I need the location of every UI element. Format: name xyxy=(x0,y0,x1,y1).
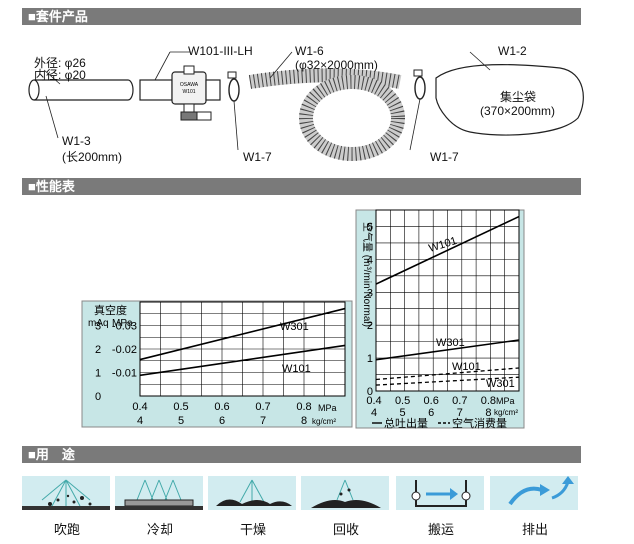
w101-label: W101-III-LH xyxy=(188,44,253,58)
air-series-line xyxy=(375,367,520,381)
w17-right-label: W1-7 xyxy=(430,150,459,164)
air-xtick-MPa: 0.5 xyxy=(395,395,410,407)
vacuum-xtick-MPa: 0.8 xyxy=(296,401,311,413)
hose-w16 xyxy=(248,68,405,161)
air-xtick-MPa: 0.7 xyxy=(452,395,467,407)
dust-bag-w12 xyxy=(435,63,584,136)
air-series-label: W301 xyxy=(436,337,465,349)
vacuum-series-line xyxy=(139,344,346,377)
blow-icon xyxy=(22,476,110,510)
use-label-collect: 回收 xyxy=(333,522,360,537)
vacuum-yunit: MPa xyxy=(112,318,133,329)
use-label-exhaust: 排出 xyxy=(522,522,549,537)
vacuum-ytick-MPa: -0.03 xyxy=(112,321,137,333)
air-series-label: W301 xyxy=(486,378,515,390)
air-xunit-MPa: MPa xyxy=(496,396,515,406)
tube-w13 xyxy=(28,79,134,101)
w16-size-label: (φ32×2000mm) xyxy=(295,58,378,72)
air-series-line xyxy=(375,376,520,386)
vacuum-xtick-MPa: 0.7 xyxy=(255,401,270,413)
bag-size-label: (370×200mm) xyxy=(480,104,556,118)
kit-diagram: OSAWA W101 xyxy=(28,51,584,161)
outer-diameter-label: 外径: φ26 xyxy=(34,56,86,70)
air-xtick-kgcm2: 6 xyxy=(428,407,434,419)
air-ytick: 5 xyxy=(367,221,373,233)
vacuum-xtick-kgcm2: 8 xyxy=(301,415,307,427)
vacuum-xtick-kgcm2: 6 xyxy=(219,415,225,427)
air-xtick-MPa: 0.6 xyxy=(424,395,439,407)
use-label-convey: 搬运 xyxy=(428,522,455,537)
convey-icon xyxy=(396,476,484,510)
w13-label: W1-3 xyxy=(62,134,91,148)
air-xtick-kgcm2: 4 xyxy=(371,407,377,419)
exhaust-icon xyxy=(490,476,578,510)
air-series-label: W101 xyxy=(452,361,481,373)
leader-lines xyxy=(43,51,491,151)
bag-label: 集尘袋 xyxy=(500,90,537,104)
air-xunit-kgcm2: kg/cm² xyxy=(494,408,518,417)
vacuum-xtick-MPa: 0.4 xyxy=(132,401,147,413)
vacuum-series-line xyxy=(139,307,346,361)
air-series-line xyxy=(375,339,520,361)
air-series-line xyxy=(375,215,520,285)
vacuum-xunit-MPa: MPa xyxy=(318,403,337,413)
section-performance-header: ■性能表 xyxy=(22,178,581,195)
vacuum-xtick-kgcm2: 7 xyxy=(260,415,266,427)
vacuum-yunit: mAq xyxy=(88,318,109,329)
vacuum-xtick-kgcm2: 4 xyxy=(137,415,143,427)
w13-length-label: (长200mm) xyxy=(62,150,123,164)
vacuum-xtick-MPa: 0.6 xyxy=(214,401,229,413)
collect-icon xyxy=(301,476,389,510)
vacuum-ytick-mAq: 2 xyxy=(95,344,101,356)
air-legend-dashed-label: 空气消费量 xyxy=(452,416,507,430)
w12-label: W1-2 xyxy=(498,44,527,58)
air-ytick: 2 xyxy=(367,320,373,332)
air-ylabel: 空气量 (m³/min Normal) xyxy=(361,222,374,327)
vacuum-xunit-kgcm2: kg/cm² xyxy=(312,417,336,426)
vacuum-ylabel: 真空度 xyxy=(94,303,127,317)
use-label-cool: 冷却 xyxy=(147,522,174,537)
w16-label: W1-6 xyxy=(295,44,324,58)
vacuum-ytick-MPa: -0.01 xyxy=(112,368,137,380)
w101-model-text: W101 xyxy=(182,89,195,95)
w101-logo-text: OSAWA xyxy=(180,82,199,88)
air-xtick-kgcm2: 8 xyxy=(485,407,491,419)
vacuum-ytick-MPa: -0.02 xyxy=(112,344,137,356)
vacuum-xtick-kgcm2: 5 xyxy=(178,415,184,427)
section-use-header: ■用 途 xyxy=(22,446,581,463)
air-xtick-kgcm2: 5 xyxy=(400,407,406,419)
inner-diameter-label: 内径: φ20 xyxy=(34,68,86,82)
section-kit-header: ■套件产品 xyxy=(22,8,581,25)
air-ytick: 4 xyxy=(367,254,373,266)
air-ytick: 3 xyxy=(367,287,373,299)
w101-unit: OSAWA W101 xyxy=(139,65,221,121)
use-label-dry: 干燥 xyxy=(240,522,267,537)
air-xtick-kgcm2: 7 xyxy=(457,407,463,419)
cool-icon xyxy=(115,476,203,510)
air-ytick: 1 xyxy=(367,353,373,365)
vacuum-ytick-mAq: 1 xyxy=(95,368,101,380)
vacuum-ytick-mAq: 0 xyxy=(95,391,101,403)
air-xtick-MPa: 0.4 xyxy=(366,395,381,407)
air-legend-solid-label: 总吐出量 xyxy=(384,416,428,430)
use-label-blow: 吹跑 xyxy=(54,522,81,537)
vacuum-series-label: W101 xyxy=(282,363,311,375)
air-xtick-MPa: 0.8 xyxy=(481,395,496,407)
dry-icon xyxy=(208,476,296,510)
w17-left-label: W1-7 xyxy=(243,150,272,164)
vacuum-ytick-mAq: 3 xyxy=(95,321,101,333)
vacuum-xtick-MPa: 0.5 xyxy=(173,401,188,413)
air-ytick: 0 xyxy=(367,386,373,398)
vacuum-series-label: W301 xyxy=(280,321,309,333)
